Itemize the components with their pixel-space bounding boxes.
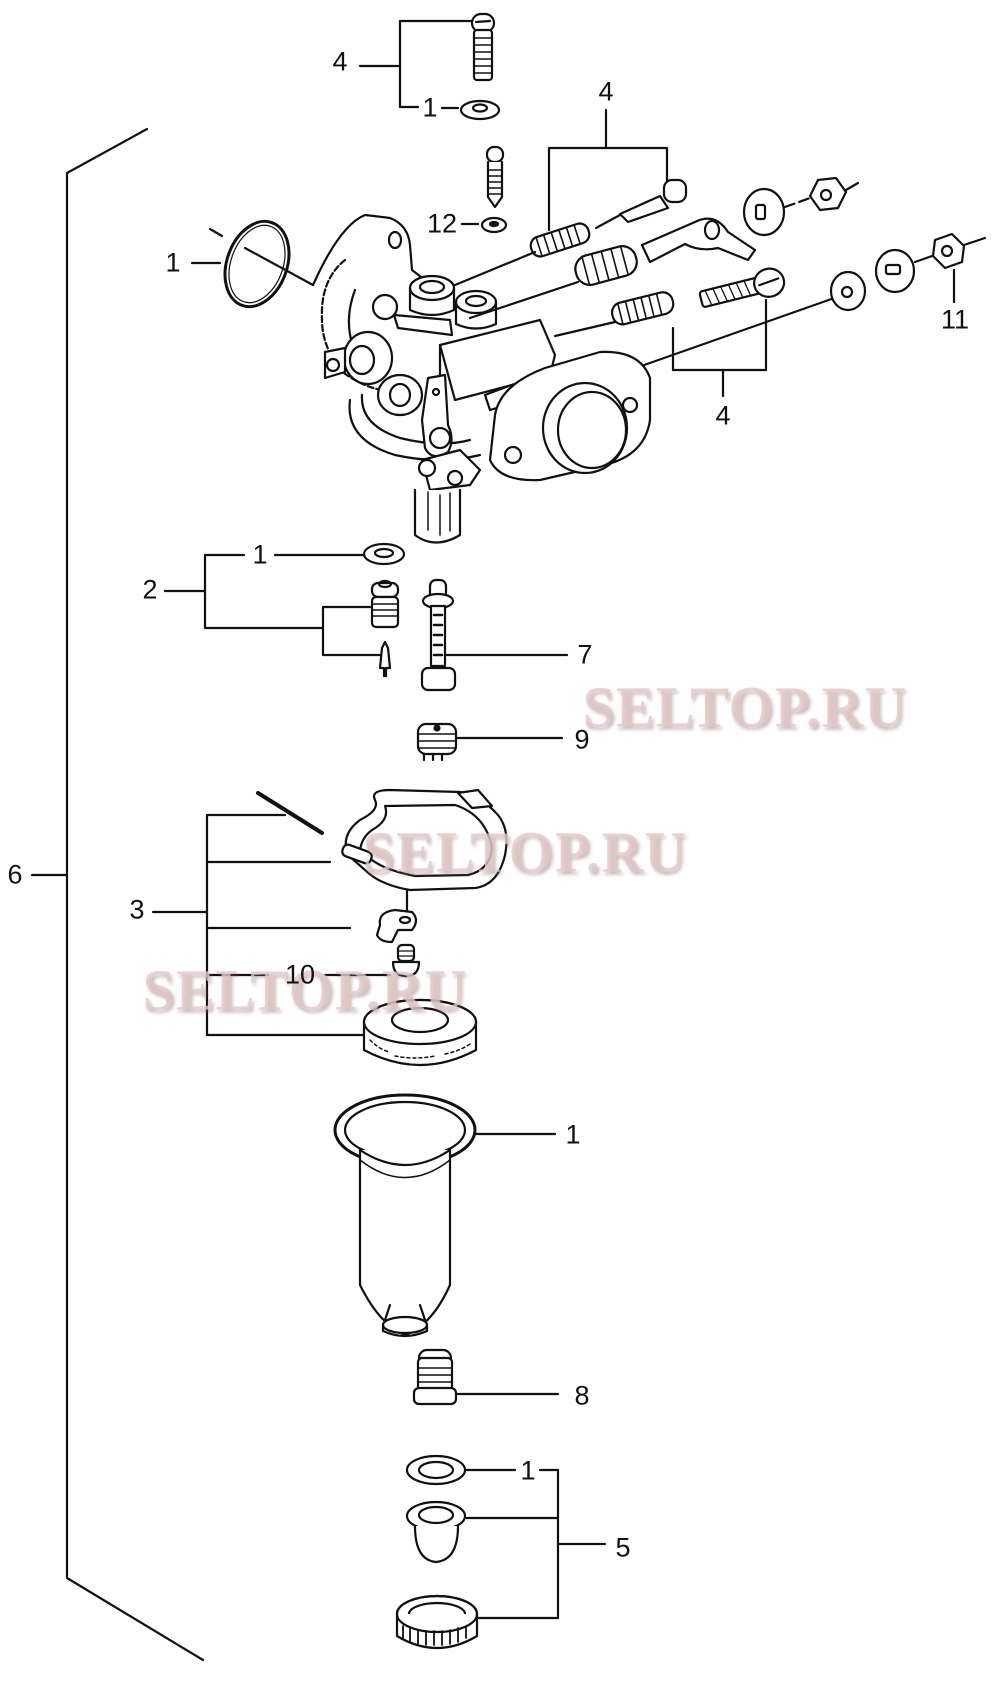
callout-4-upper-right: 4 xyxy=(598,76,614,107)
pilot-jet xyxy=(460,145,508,234)
callout-1-oring: 1 xyxy=(165,247,181,278)
callout-1-drain-washer: 1 xyxy=(520,1455,536,1486)
callout-3: 3 xyxy=(129,894,145,925)
callout-8: 8 xyxy=(574,1380,590,1411)
watermark-2: SELTOP.RU xyxy=(362,819,688,885)
callout-4-lower-right: 4 xyxy=(715,400,731,431)
callout-7: 7 xyxy=(577,639,593,670)
callout-6: 6 xyxy=(7,859,23,890)
callout-11: 11 xyxy=(940,304,970,335)
drain-cup-set xyxy=(395,1454,607,1650)
carburetor-body xyxy=(311,213,652,544)
bracket-6 xyxy=(30,127,205,1662)
watermark-1: SELTOP.RU xyxy=(582,674,908,740)
intake-oring xyxy=(190,219,315,309)
watermark-3: SELTOP.RU xyxy=(142,957,468,1023)
callout-10: 10 xyxy=(284,959,316,990)
callout-12: 12 xyxy=(426,208,458,239)
upper-right-set xyxy=(529,108,987,398)
float-bowl xyxy=(333,1093,557,1338)
callout-2: 2 xyxy=(142,574,158,605)
callout-1-top-washer: 1 xyxy=(422,92,438,123)
callout-5: 5 xyxy=(615,1532,631,1563)
main-nozzle xyxy=(420,578,569,692)
callout-4-top: 4 xyxy=(332,46,348,77)
callout-1-bowl-gasket: 1 xyxy=(565,1119,581,1150)
drain-bolt xyxy=(412,1348,560,1406)
top-screw-set xyxy=(358,12,501,121)
callout-9: 9 xyxy=(574,724,590,755)
float-set xyxy=(151,788,508,1067)
needle-valve-set xyxy=(163,542,406,678)
main-jet xyxy=(416,722,564,762)
callout-1-jet-washer: 1 xyxy=(252,539,268,570)
